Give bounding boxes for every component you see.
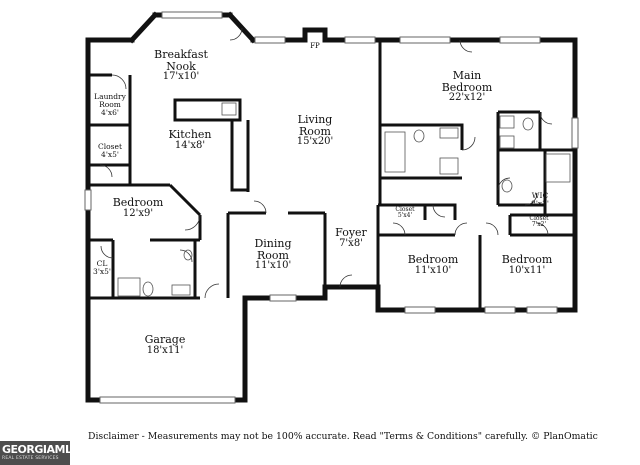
room-dimensions: 4'x6' [101,107,119,117]
room-dimensions: 3'x5' [93,266,111,276]
room-name: Closet [395,206,415,213]
room-name: Bedroom [501,253,553,266]
fixtures [117,102,571,297]
room-dimensions: 8'x3' [531,198,549,208]
room-name: Breakfast Nook [154,48,208,73]
room-dimensions: 11'x10' [414,264,452,276]
door-swings [99,27,553,299]
room-name: Foyer [335,226,367,239]
room-name: Dining Room [254,237,292,262]
room-name: WIC [531,191,549,200]
georgia-mls-logo: GEORGIAMLS REAL ESTATE SERVICES [0,441,79,465]
room-name: Kitchen [168,128,212,141]
room-name: Closet [529,215,549,222]
room-dimensions: 14'x8' [174,139,206,151]
room-name: Living Room [297,113,333,138]
room-name: Bedroom [407,253,459,266]
room-dimensions: 10'x11' [508,264,546,276]
disclaimer-text: Disclaimer - Measurements may not be 100… [88,431,598,442]
windows [84,11,579,314]
room-dimensions: 15'x20' [296,136,334,148]
room-dimensions: 11'x10' [254,260,292,272]
garage-door [99,396,236,404]
room-name: Closet [98,142,122,151]
interior-walls [88,40,575,310]
logo-tagline: REAL ESTATE SERVICES [2,456,59,461]
room-name: Bedroom [112,196,164,209]
logo-name: GEORGIAMLS [2,443,79,456]
room-dimensions: 18'x11' [146,344,184,356]
room-dimensions: 5'x4' [397,212,413,220]
room-dimensions: 17'x10' [162,71,200,83]
room-dimensions: 22'x12' [448,92,486,104]
room-dimensions: 7'x2' [531,221,547,229]
room-dimensions: 12'x9' [122,207,154,219]
room-name: CL [96,259,108,268]
room-name: Main Bedroom [441,69,493,94]
room-name: Laundry Room [94,92,126,109]
fireplace-label: FP [310,42,320,50]
room-dimensions: 4'x5' [101,149,119,159]
room-name: Garage [144,333,186,346]
room-dimensions: 7'x8' [339,237,363,249]
